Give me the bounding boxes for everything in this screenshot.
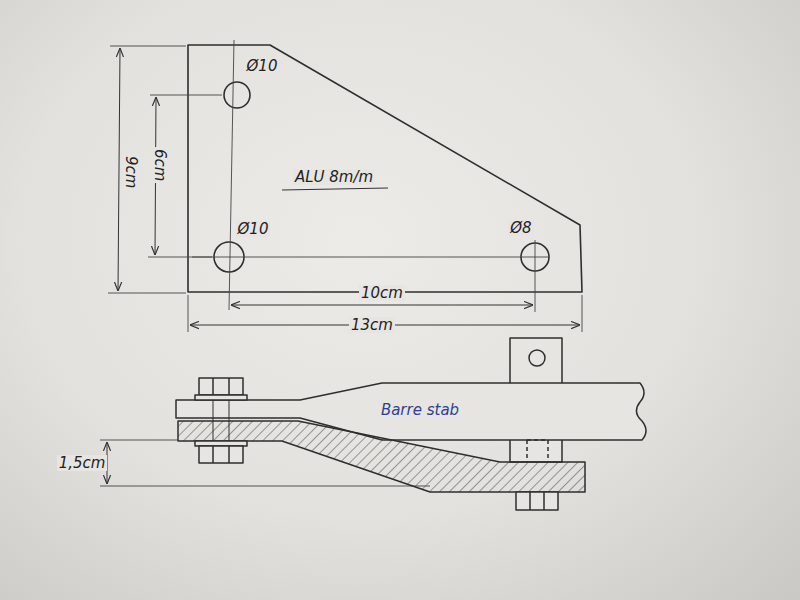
extension-line (582, 295, 583, 332)
dimension-label: 9cm (123, 154, 140, 190)
plate-outline (188, 45, 582, 292)
bolt-head (516, 492, 558, 510)
dimension-label: 1,5cm (57, 455, 108, 472)
hidden-bolt (527, 440, 548, 462)
extension-line (108, 293, 186, 294)
center-line (229, 40, 234, 310)
nut (199, 446, 243, 463)
dimension-label: 13cm (349, 317, 395, 334)
center-line (535, 240, 536, 312)
dimension-label: Ø10 (245, 58, 280, 75)
dimension-line (118, 48, 120, 291)
center-line (192, 257, 548, 258)
extension-line (110, 46, 186, 47)
extension-line (100, 486, 430, 487)
hole (224, 82, 250, 108)
dimension-label: 6cm (152, 147, 169, 183)
dimension-label: Ø8 (508, 220, 533, 237)
material-note: ALU 8m/m (293, 169, 375, 186)
washer (195, 395, 247, 400)
extension-line (100, 440, 178, 441)
lug-hole (529, 350, 545, 366)
link-arm (178, 421, 585, 492)
dimension-label: 10cm (359, 285, 405, 302)
dimension-line (231, 305, 533, 306)
extension-line (148, 257, 212, 258)
extension-line (188, 295, 189, 332)
dimension-label: Ø10 (236, 221, 271, 238)
nut (199, 378, 243, 395)
extension-line (150, 95, 222, 96)
part-name: Barre stab (379, 402, 461, 419)
underline (282, 188, 388, 190)
